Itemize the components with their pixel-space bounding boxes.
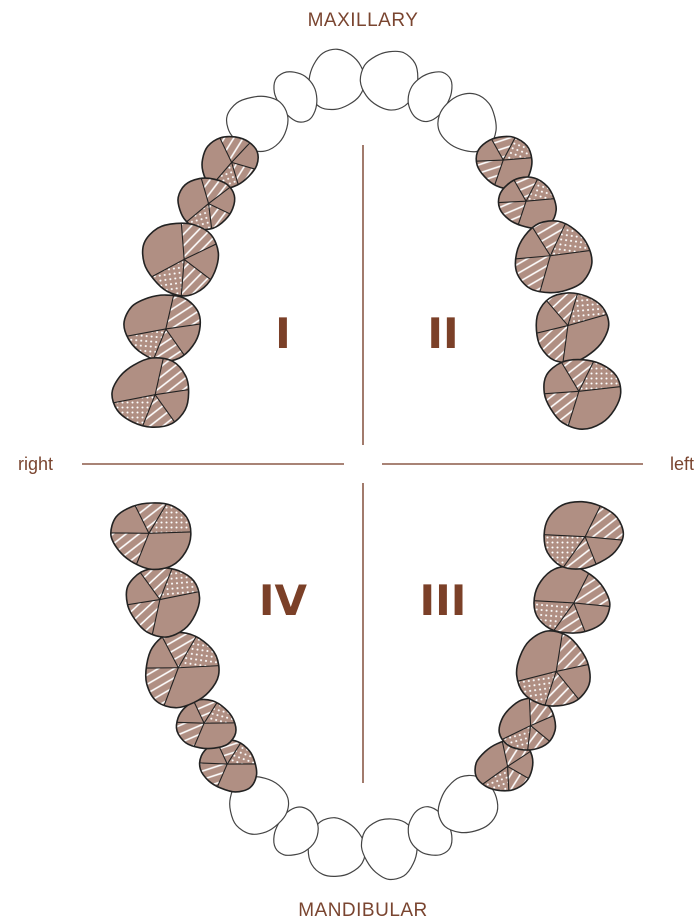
quadrant-ii-label: II xyxy=(427,309,458,358)
mandibular-anterior-teeth xyxy=(223,769,504,880)
maxillary-anterior-teeth xyxy=(222,48,504,159)
quadrant-ii-posterior-teeth xyxy=(444,101,641,451)
quadrant-i-label: I xyxy=(275,309,291,358)
quadrant-iv-label: IV xyxy=(259,576,308,625)
patient-left-label: left xyxy=(670,454,694,474)
mandibular-label: MANDIBULAR xyxy=(298,900,428,921)
quadrant-i-posterior-teeth xyxy=(94,103,291,456)
quadrant-iii-label: III xyxy=(420,576,467,625)
maxillary-label: MAXILLARY xyxy=(308,10,419,31)
quadrant-iv-posterior-teeth xyxy=(86,471,283,823)
quadrant-iii-posterior-teeth xyxy=(450,481,647,825)
patient-right-label: right xyxy=(18,454,53,474)
